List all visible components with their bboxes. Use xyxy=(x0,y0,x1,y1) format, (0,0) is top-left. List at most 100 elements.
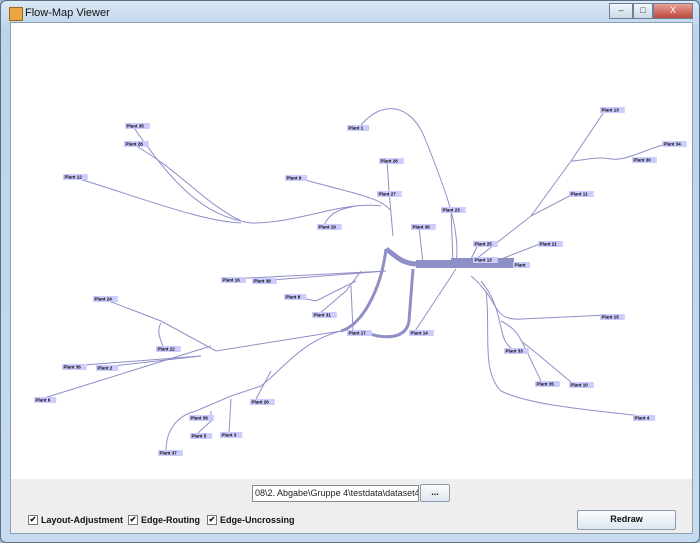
map-node[interactable]: Plant 23 xyxy=(441,207,466,213)
node-label: Plant 38 xyxy=(254,279,272,284)
node-label: Plant 35 xyxy=(127,124,145,129)
map-node[interactable]: Plant xyxy=(513,262,530,268)
minimize-button[interactable]: – xyxy=(609,3,633,19)
map-node[interactable]: Plant 30 xyxy=(632,157,657,163)
map-node[interactable]: Plant 36 xyxy=(411,224,436,230)
map-node[interactable]: Plant 4 xyxy=(633,415,656,421)
node-label: Plant 17 xyxy=(349,331,367,336)
node-box xyxy=(632,157,657,163)
node-box xyxy=(63,174,88,180)
app-icon xyxy=(9,7,23,21)
map-node[interactable]: Plant 22 xyxy=(156,346,181,352)
map-node[interactable]: Plant 36 xyxy=(62,364,87,370)
checkbox-check-icon: ✔ xyxy=(28,515,38,525)
map-node[interactable]: Plant 2 xyxy=(96,365,119,371)
node-label: Plant 2 xyxy=(98,366,113,371)
node-label: Plant 10 xyxy=(571,383,589,388)
map-node[interactable]: Plant 9 xyxy=(285,175,308,181)
map-node[interactable]: Plant 34 xyxy=(662,141,687,147)
node-label: Plant 5 xyxy=(192,434,207,439)
node-label: Plant 23 xyxy=(443,208,461,213)
checkbox-check-icon: ✔ xyxy=(128,515,138,525)
node-label: Plant 4 xyxy=(635,416,650,421)
map-node[interactable]: Plant 8 xyxy=(284,294,307,300)
node-box xyxy=(125,123,150,129)
node-label: Plant 14 xyxy=(411,331,429,336)
node-label: Plant 1 xyxy=(349,126,364,131)
node-box xyxy=(284,294,307,300)
node-box xyxy=(600,314,625,320)
node-box xyxy=(347,330,372,336)
node-label: Plant 37 xyxy=(160,451,178,456)
node-label: Plant 34 xyxy=(664,142,682,147)
map-node[interactable]: Plant 19 xyxy=(317,224,342,230)
edge-uncrossing-checkbox[interactable]: ✔Edge-Uncrossing xyxy=(207,515,295,525)
map-node[interactable]: Plant 25 xyxy=(473,241,498,247)
map-node[interactable]: Plant 5 xyxy=(190,433,213,439)
map-node[interactable]: Plant 31 xyxy=(312,312,337,318)
node-box xyxy=(62,364,87,370)
map-node[interactable]: Plant 37 xyxy=(158,450,183,456)
maximize-button[interactable]: □ xyxy=(633,3,653,19)
node-label: Plant 13 xyxy=(475,258,493,263)
node-label: Plant 33 xyxy=(506,349,524,354)
map-node[interactable]: Plant 13 xyxy=(473,257,498,263)
node-box xyxy=(312,312,337,318)
map-node[interactable]: Plant 35 xyxy=(125,123,150,129)
node-label: Plant 28 xyxy=(126,142,144,147)
map-node[interactable]: Plant 3 xyxy=(220,432,243,438)
checkbox-label: Layout-Adjustment xyxy=(41,515,123,525)
node-box xyxy=(93,296,118,302)
checkbox-label: Edge-Uncrossing xyxy=(220,515,295,525)
map-node[interactable]: Plant 38 xyxy=(252,278,277,284)
node-box xyxy=(252,278,277,284)
map-node[interactable]: Plant 21 xyxy=(538,241,563,247)
node-label: Plant 36 xyxy=(413,225,431,230)
map-node[interactable]: Plant 26 xyxy=(250,399,275,405)
node-label: Plant 26 xyxy=(381,159,399,164)
node-box xyxy=(189,415,214,421)
map-node[interactable]: Plant 15 xyxy=(600,314,625,320)
map-node[interactable]: Plant 14 xyxy=(409,330,434,336)
node-label: Plant 16 xyxy=(223,278,241,283)
map-node[interactable]: Plant 13 xyxy=(600,107,625,113)
redraw-button[interactable]: Redraw xyxy=(577,510,676,530)
checkbox-label: Edge-Routing xyxy=(141,515,200,525)
layout-adjustment-checkbox[interactable]: ✔Layout-Adjustment xyxy=(28,515,123,525)
map-node[interactable]: Plant 12 xyxy=(63,174,88,180)
node-box xyxy=(633,415,656,421)
node-box xyxy=(96,365,119,371)
map-node[interactable]: Plant 39 xyxy=(189,415,214,421)
map-node[interactable]: Plant 11 xyxy=(569,191,594,197)
node-box xyxy=(569,382,594,388)
map-node[interactable]: Plant 33 xyxy=(504,348,529,354)
window-title: Flow-Map Viewer xyxy=(25,7,110,19)
map-node[interactable]: Plant 28 xyxy=(124,141,149,147)
node-box xyxy=(473,241,498,247)
map-node[interactable]: Plant 1 xyxy=(347,125,370,131)
node-box xyxy=(285,175,308,181)
node-label: Plant 11 xyxy=(571,192,589,197)
node-label: Plant 31 xyxy=(314,313,332,318)
map-node[interactable]: Plant 26 xyxy=(379,158,404,164)
map-node[interactable]: Plant 27 xyxy=(377,191,402,197)
node-box xyxy=(34,397,57,403)
map-node[interactable]: Plant 24 xyxy=(93,296,118,302)
edge-routing-checkbox[interactable]: ✔Edge-Routing xyxy=(128,515,200,525)
node-box xyxy=(504,348,529,354)
map-node[interactable]: Plant 10 xyxy=(569,382,594,388)
node-box xyxy=(473,257,498,263)
file-path-input[interactable]: 08\2. Abgabe\Gruppe 4\testdata\dataset4.… xyxy=(252,485,419,502)
map-node[interactable]: Plant 35 xyxy=(535,381,560,387)
map-node[interactable]: Plant 16 xyxy=(221,277,246,283)
flow-map: Plant 35 Plant 28 Plant 12 Plant 9 Plant 19 P… xyxy=(34,107,687,456)
node-label: Plant 21 xyxy=(540,242,558,247)
node-box xyxy=(535,381,560,387)
node-label: Plant 22 xyxy=(158,347,176,352)
node-box xyxy=(441,207,466,213)
browse-button[interactable]: ... xyxy=(420,484,450,502)
flow-map-canvas: Plant 35 Plant 28 Plant 12 Plant 9 Plant 19 P… xyxy=(11,23,692,479)
close-button[interactable]: X xyxy=(653,3,693,19)
map-node[interactable]: Plant 6 xyxy=(34,397,57,403)
map-node[interactable]: Plant 17 xyxy=(347,330,372,336)
